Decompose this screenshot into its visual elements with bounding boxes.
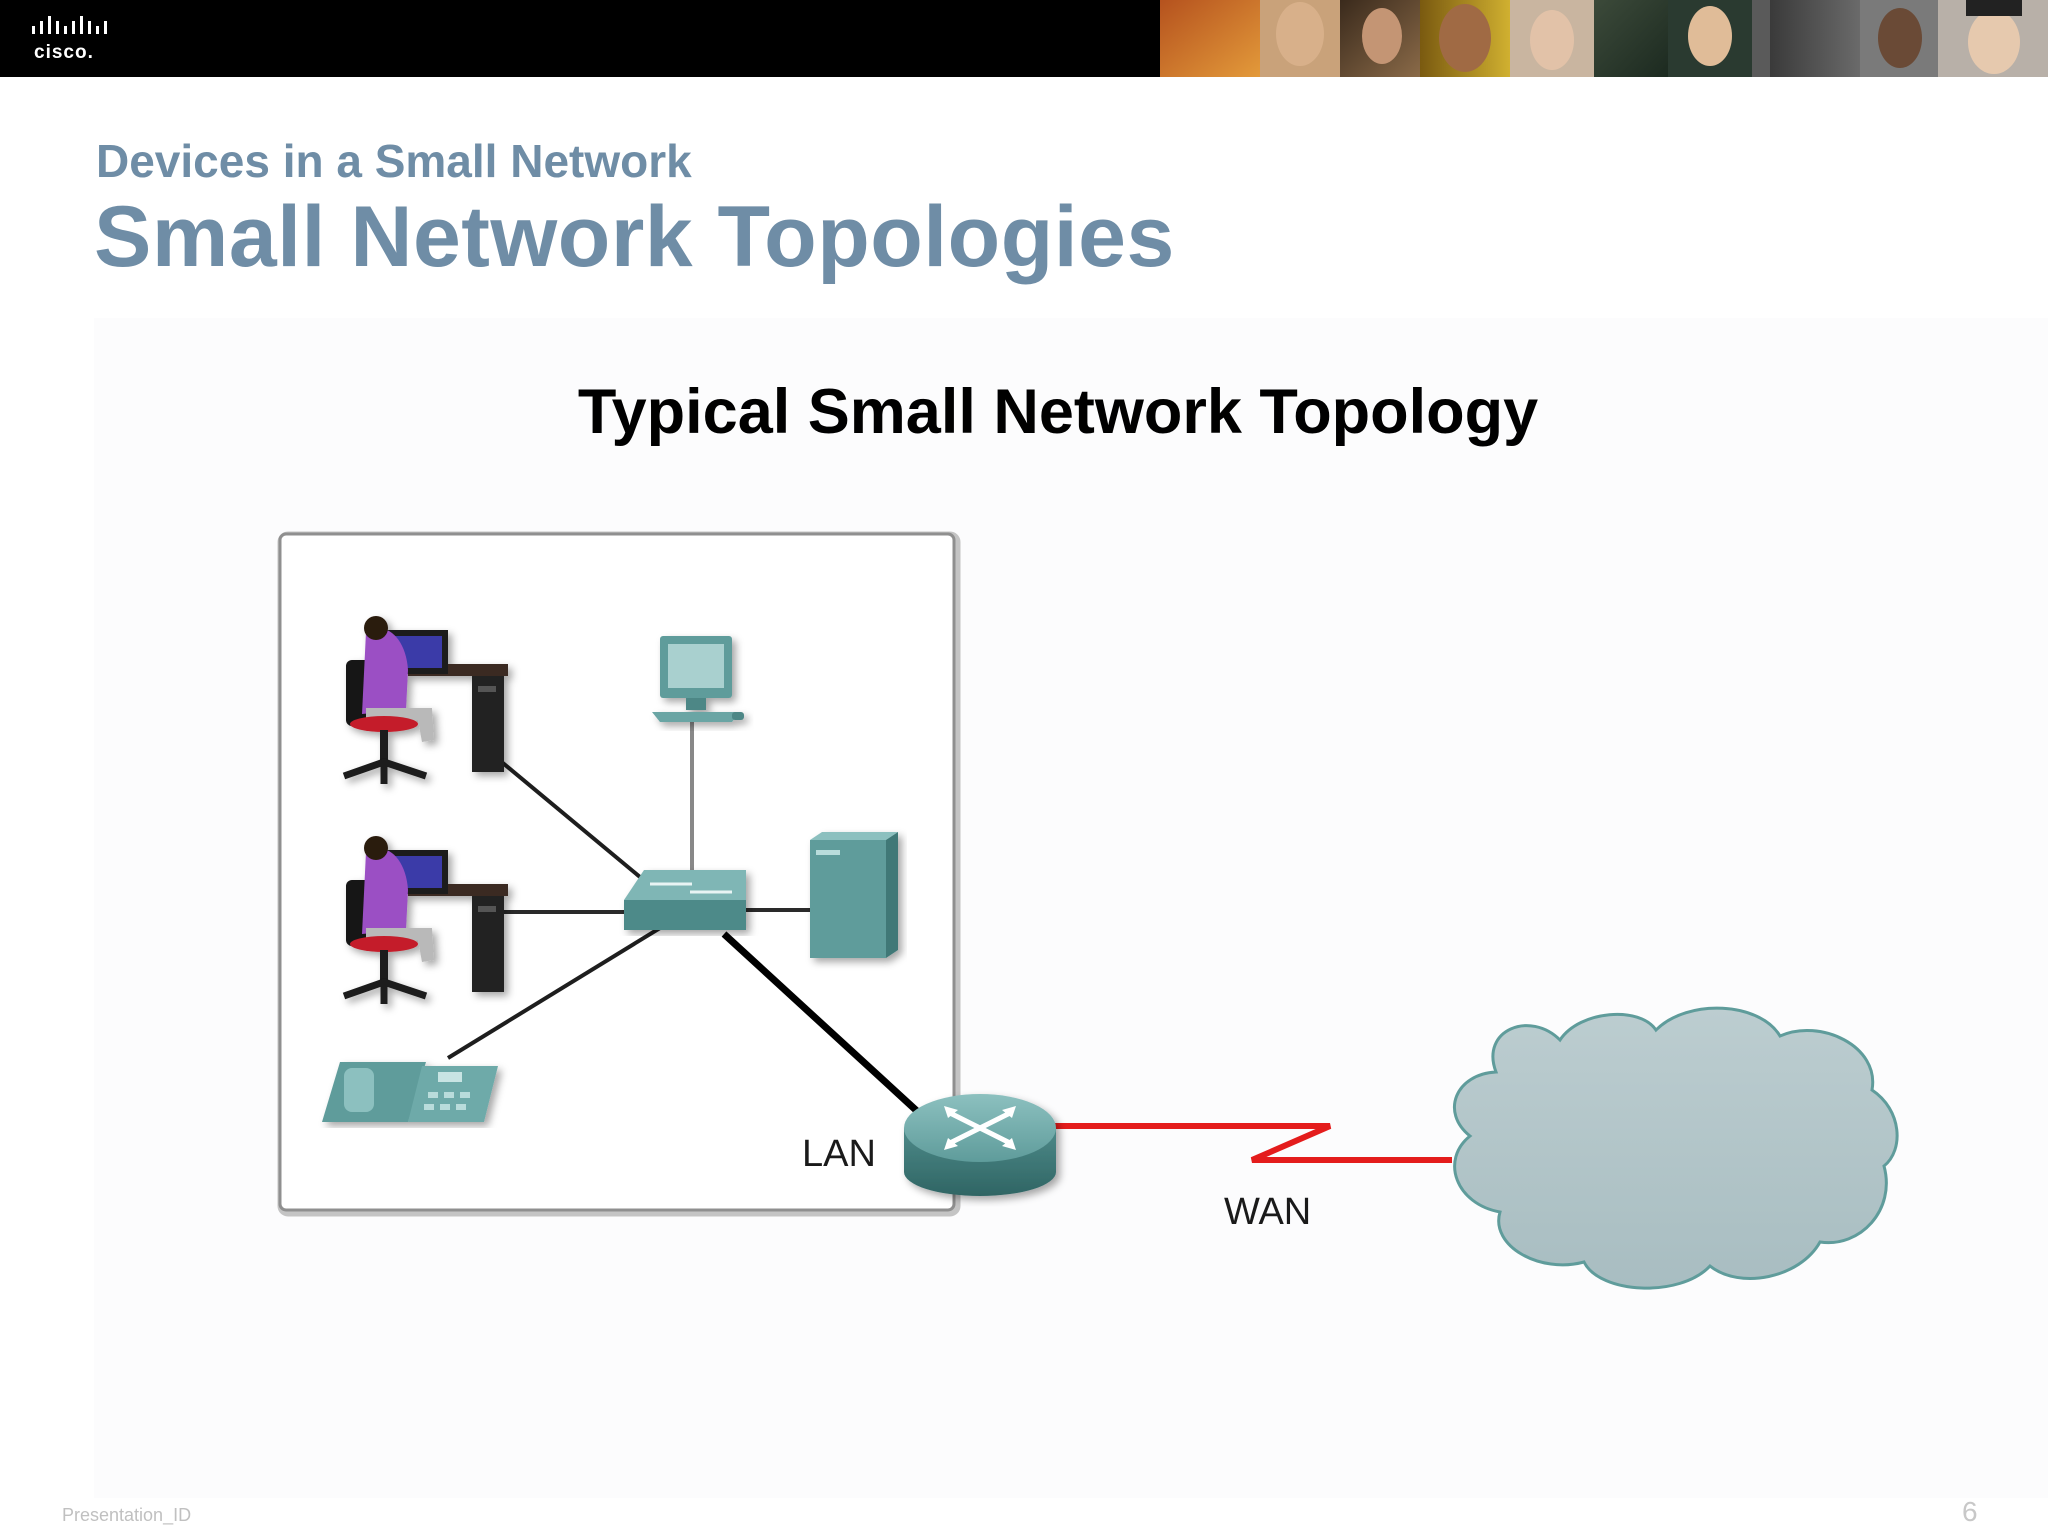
cisco-logo: cisco. (28, 12, 118, 66)
slide-title: Small Network Topologies (94, 189, 1175, 285)
people-photo-strip (1160, 0, 2048, 77)
header-bar: cisco. (0, 0, 2048, 77)
router-icon (904, 1094, 1056, 1196)
ip-phone-icon (322, 1062, 498, 1122)
diagram-title: Typical Small Network Topology (577, 377, 1539, 447)
photo-strip-image (1160, 0, 2048, 77)
lan-links (446, 718, 921, 1115)
user-workstation-icon (342, 616, 508, 784)
wan-label: WAN (1224, 1191, 1311, 1233)
pc-icon (652, 636, 744, 722)
cloud-icon (1452, 1006, 1899, 1290)
lan-boundary-box (277, 531, 961, 1217)
presentation-id: Presentation_ID (62, 1505, 192, 1525)
cisco-logo-text: cisco. (34, 42, 94, 63)
switch-icon (624, 870, 746, 930)
page-number: 6 (1962, 1496, 1978, 1527)
lan-label: LAN (802, 1133, 876, 1175)
section-title: Devices in a Small Network (96, 135, 692, 187)
user-workstation-icon (342, 836, 508, 1004)
cisco-bridge-icon (32, 16, 107, 34)
wan-link (1052, 1123, 1452, 1163)
server-icon (810, 832, 898, 958)
